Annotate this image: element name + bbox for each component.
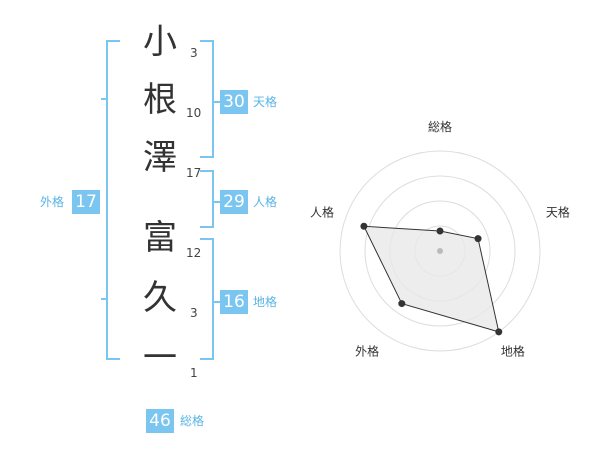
radar-point-3 [495, 328, 503, 336]
jinkaku-badge: 29 [220, 190, 248, 214]
radar-center-dot [437, 248, 443, 254]
gaikaku-label: 外格 [40, 195, 65, 209]
stroke-count-2: 10 [186, 106, 202, 120]
name-char-1: 小 [143, 22, 177, 62]
radar-axis-label-1: 総格 [428, 119, 452, 134]
name-char-4: 富 [143, 218, 177, 258]
radar-point-2 [474, 235, 482, 243]
tenkaku-badge: 30 [220, 90, 248, 114]
gaikaku-badge: 17 [72, 190, 100, 214]
radar-axis-label-3: 地格 [501, 343, 525, 358]
stroke-count-4: 12 [186, 246, 202, 260]
radar-ring-3 [364, 175, 516, 327]
radar-axis-label-4: 外格 [355, 343, 379, 358]
radar-polygon [363, 225, 500, 333]
name-char-5: 久 [143, 278, 177, 318]
name-char-3: 澤 [143, 138, 177, 178]
radar-ring-4 [339, 150, 541, 352]
name-char-2: 根 [143, 80, 177, 120]
radar-point-5 [360, 222, 368, 230]
tenkaku-label: 天格 [253, 95, 278, 109]
radar-axis-label-2: 天格 [546, 205, 570, 220]
soukaku-badge: 46 [146, 409, 174, 433]
stroke-count-3: 17 [186, 166, 202, 180]
jinkaku-label: 人格 [253, 195, 278, 209]
radar-axis-label-5: 人格 [310, 205, 334, 220]
soukaku-label: 総格 [180, 414, 205, 428]
stroke-count-5: 3 [190, 306, 198, 320]
chikaku-badge: 16 [220, 290, 248, 314]
radar-point-4 [398, 300, 406, 308]
chikaku-label: 地格 [253, 295, 278, 309]
stroke-count-6: 1 [190, 366, 198, 380]
name-char-6: 一 [143, 338, 177, 378]
stroke-count-1: 3 [190, 46, 198, 60]
radar-point-1 [436, 227, 444, 235]
